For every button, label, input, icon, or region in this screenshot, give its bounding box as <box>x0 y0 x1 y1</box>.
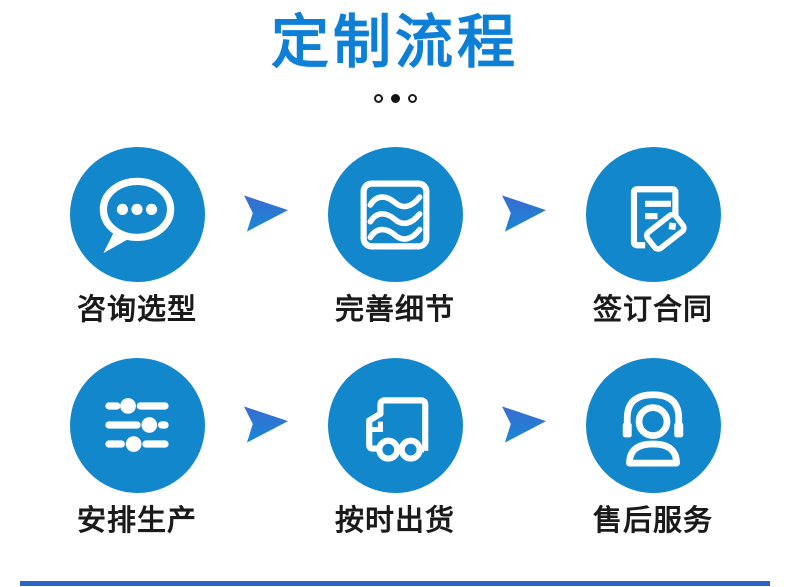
step-label: 安排生产 <box>76 504 197 537</box>
step-circle <box>327 147 463 282</box>
flow-row-2: 安排生产 按时出货 <box>0 357 790 539</box>
step-label: 按时出货 <box>334 504 455 537</box>
step-consult: 咨询选型 <box>47 147 227 328</box>
step-label: 售后服务 <box>592 504 713 537</box>
arrow-right-icon <box>227 194 305 233</box>
truck-icon <box>366 397 429 462</box>
flow-row-1: 咨询选型 完善细节 <box>0 147 790 328</box>
sliders-icon <box>105 398 169 453</box>
step-shipping: 按时出货 <box>305 357 485 539</box>
chat-bubble-icon <box>99 177 175 253</box>
step-label: 完善细节 <box>334 294 455 326</box>
fabric-waves-icon <box>360 180 430 249</box>
step-circle <box>69 147 205 282</box>
carousel-dots <box>0 93 790 104</box>
carousel-dot[interactable] <box>373 94 383 103</box>
contract-tag-icon <box>630 185 687 252</box>
arrow-right-icon <box>485 194 563 233</box>
step-circle <box>585 357 721 493</box>
step-label: 咨询选型 <box>76 294 197 326</box>
carousel-dot[interactable] <box>390 94 400 103</box>
bottom-accent-bar <box>20 581 770 586</box>
step-aftersales: 售后服务 <box>563 357 743 539</box>
step-contract: 签订合同 <box>563 147 743 328</box>
step-label: 签订合同 <box>592 294 713 326</box>
step-details: 完善细节 <box>305 147 485 328</box>
page-title: 定制流程 <box>270 10 519 75</box>
arrow-right-icon <box>485 405 563 444</box>
headset-support-icon <box>622 391 684 467</box>
step-production: 安排生产 <box>47 357 227 539</box>
arrow-right-icon <box>227 405 305 444</box>
carousel-dot[interactable] <box>407 94 417 103</box>
step-circle <box>69 357 205 493</box>
step-circle <box>327 357 463 493</box>
step-circle <box>585 147 721 282</box>
